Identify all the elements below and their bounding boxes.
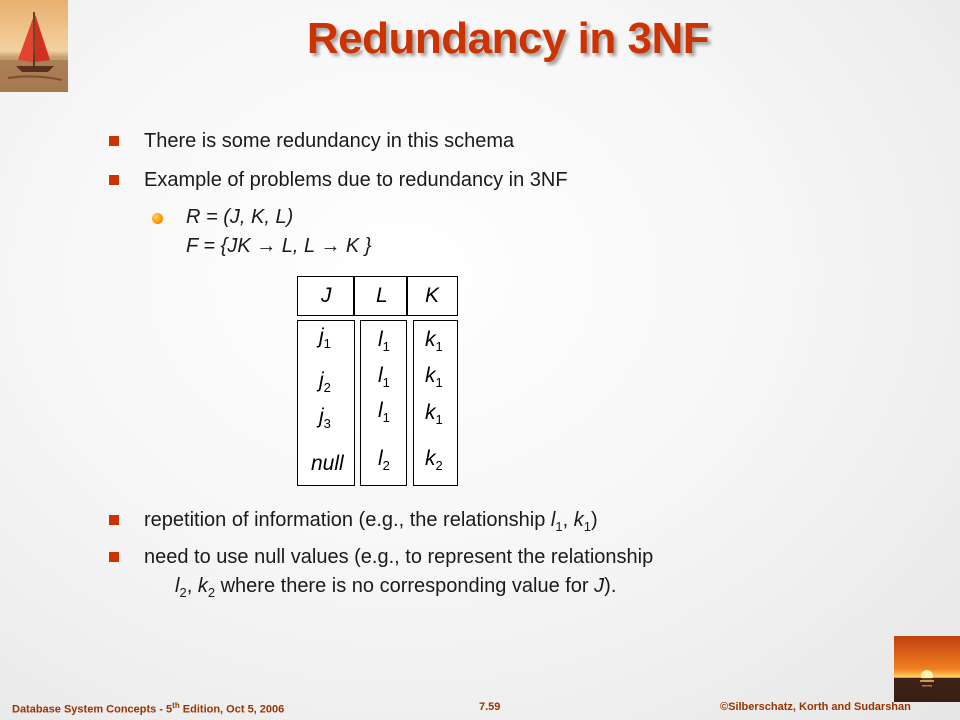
table-cell: k1 [425, 401, 443, 428]
bullet-marker [109, 552, 119, 562]
column-k-values [413, 320, 458, 486]
bullet-marker [109, 515, 119, 525]
column-header-k: K [425, 284, 440, 307]
table-cell: l1 [378, 399, 390, 426]
table-cell: k1 [425, 364, 443, 391]
table-cell: l2 [378, 447, 390, 474]
slide-title: Redundancy in 3NF [306, 14, 710, 63]
bullet-text: There is some redundancy in this schema [144, 130, 515, 152]
column-header-j: J [321, 284, 332, 307]
table-cell: k2 [425, 447, 443, 474]
table-cell: j2 [319, 369, 331, 396]
footer-book-title: Database System Concepts - 5th Edition, … [12, 701, 285, 716]
table-header-row [297, 276, 458, 316]
bullet-marker [109, 175, 119, 185]
footer-page-number: 7.59 [479, 701, 501, 713]
table-cell: l1 [378, 328, 390, 355]
table-cell: l1 [378, 364, 390, 391]
functional-dependencies: F = {JK → L, L → K } [186, 235, 372, 257]
bullet-marker [109, 136, 119, 146]
table-cell: k1 [425, 328, 443, 355]
sunset-logo-icon [894, 636, 960, 702]
bullet-text-repetition: repetition of information (e.g., the rel… [144, 509, 598, 534]
schema-relation: R = (J, K, L) [186, 206, 294, 228]
table-cell: j1 [319, 325, 331, 352]
column-j-values [297, 320, 355, 486]
sailboat-logo-icon [0, 0, 68, 92]
sub-bullet-marker [152, 213, 163, 224]
column-l-values [360, 320, 407, 486]
table-cell: null [311, 452, 344, 475]
bullet-text: Example of problems due to redundancy in… [144, 169, 568, 191]
table-cell: j3 [319, 405, 331, 432]
bullet-text-null-values: need to use null values (e.g., to repres… [144, 546, 654, 568]
column-header-l: L [376, 284, 388, 307]
footer-copyright: ©Silberschatz, Korth and Sudarshan [720, 701, 911, 713]
bullet-text-null-values-cont: l2, k2 where there is no corresponding v… [175, 575, 617, 600]
